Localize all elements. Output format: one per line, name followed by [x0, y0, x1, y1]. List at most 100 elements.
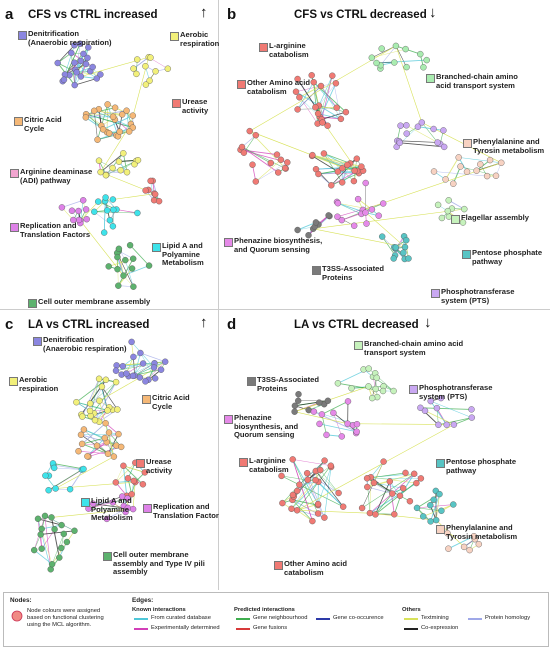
legend-others-title: Others	[402, 607, 421, 613]
network-edge	[375, 481, 391, 515]
network-node	[68, 49, 75, 57]
network-node	[60, 530, 67, 538]
network-edge	[81, 378, 100, 417]
network-node	[292, 88, 300, 95]
network-node	[450, 421, 458, 428]
network-edge	[297, 509, 370, 514]
cluster-swatch	[143, 504, 152, 513]
cluster-label: T3SS-Associated Proteins	[257, 375, 320, 393]
cluster-label: Denitrification (Anaerobic respiration)	[28, 29, 112, 47]
network-node	[444, 207, 452, 215]
cluster-swatch	[426, 74, 435, 83]
network-node	[75, 207, 82, 215]
network-node	[128, 338, 135, 346]
network-node	[95, 157, 103, 164]
network-graph-a	[54, 40, 172, 290]
network-node	[402, 45, 409, 53]
network-node	[124, 495, 131, 502]
cluster-swatch	[274, 561, 283, 570]
network-node	[91, 416, 99, 424]
network-node	[378, 45, 385, 52]
node-group	[31, 338, 169, 573]
network-node	[430, 125, 437, 133]
network-edge	[88, 507, 128, 509]
network-node	[304, 476, 311, 484]
network-node	[334, 213, 341, 220]
node-group	[54, 40, 172, 290]
legend-box: Nodes: Node colours were assigned based …	[3, 592, 549, 647]
network-node	[281, 164, 289, 172]
network-edge	[116, 256, 124, 276]
network-edge	[57, 44, 75, 64]
network-edge	[318, 83, 337, 106]
cluster-label: Replication and Translation Factors	[20, 221, 91, 239]
network-node	[418, 119, 426, 126]
network-node	[372, 511, 379, 518]
cluster-label: Aerobic respiration	[19, 375, 59, 393]
panel-letter: d	[227, 316, 237, 333]
network-node	[142, 187, 149, 194]
network-node	[80, 465, 87, 473]
legend-line-coexpression	[404, 628, 418, 630]
network-edge	[318, 113, 342, 120]
network-node	[314, 510, 322, 517]
network-node	[406, 497, 414, 505]
legend-line-textmining	[404, 618, 418, 620]
network-edge	[102, 115, 133, 130]
network-node	[294, 75, 301, 83]
network-node	[157, 366, 165, 373]
cluster-swatch	[312, 266, 321, 275]
network-node	[249, 161, 256, 168]
network-node	[120, 150, 127, 157]
network-node	[437, 394, 445, 402]
cluster-label: Phosphotransferase system (PTS)	[419, 383, 493, 401]
network-edge	[315, 479, 344, 508]
network-node	[405, 255, 412, 262]
network-node	[38, 525, 45, 533]
network-node	[277, 156, 285, 164]
network-node	[123, 168, 131, 176]
network-node	[362, 179, 369, 187]
network-edge	[291, 481, 319, 510]
panel-c: c LA vs CTRL increased ↑ Denitrification…	[0, 310, 223, 590]
network-node	[344, 398, 352, 405]
network-node	[119, 363, 127, 370]
network-node	[42, 472, 49, 479]
cluster-swatch	[142, 395, 151, 404]
network-node	[391, 59, 398, 66]
network-edge	[331, 172, 360, 186]
network-node	[348, 384, 355, 392]
network-node	[430, 496, 437, 503]
network-node	[112, 378, 120, 386]
network-node	[58, 204, 66, 211]
network-edge	[380, 45, 397, 66]
network-node	[146, 77, 153, 84]
network-node	[321, 457, 328, 464]
network-graph-b	[237, 42, 505, 263]
network-node	[417, 475, 425, 482]
cluster-swatch	[436, 525, 445, 534]
cluster-swatch	[81, 498, 90, 507]
network-node	[120, 462, 127, 470]
network-node	[82, 114, 90, 121]
network-node	[105, 263, 112, 270]
network-node	[353, 155, 361, 162]
network-node	[128, 490, 135, 498]
cluster-swatch	[239, 458, 248, 467]
network-node	[96, 397, 103, 405]
network-node	[63, 538, 71, 546]
network-edge	[37, 518, 53, 565]
network-node	[91, 208, 98, 216]
cluster-label: Replication and Translation Factors	[153, 502, 224, 520]
horizontal-divider	[0, 309, 550, 310]
network-node	[142, 81, 150, 88]
legend-line-neighbourhood	[236, 618, 250, 620]
network-node	[338, 433, 346, 440]
network-node	[492, 172, 500, 180]
network-node	[58, 544, 65, 552]
network-node	[134, 209, 141, 217]
cluster-label: Lipid A and Polyamine Metabolism	[162, 241, 204, 268]
network-node	[147, 177, 154, 185]
network-node	[31, 546, 38, 554]
network-node	[139, 360, 147, 367]
